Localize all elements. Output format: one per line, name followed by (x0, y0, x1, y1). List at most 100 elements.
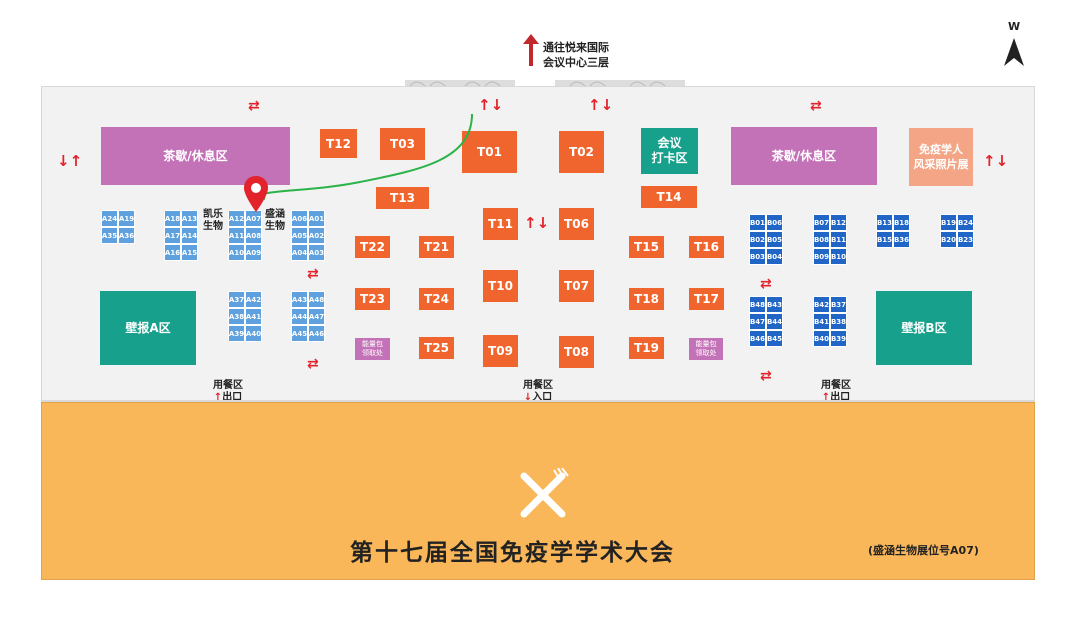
energy-pack-right-line2: 领取处 (695, 349, 717, 357)
booth-a10[interactable]: A10 (228, 244, 245, 261)
booth-a46[interactable]: A46 (308, 325, 325, 342)
booth-b13[interactable]: B13 (876, 214, 893, 231)
up-arrow-icon (523, 34, 539, 66)
booth-b11[interactable]: B11 (830, 231, 847, 248)
booth-a12[interactable]: A12 (228, 210, 245, 227)
booth-a16[interactable]: A16 (164, 244, 181, 261)
booth-b38[interactable]: B38 (830, 313, 847, 330)
booth-t06[interactable]: T06 (559, 208, 594, 240)
booth-t07[interactable]: T07 (559, 270, 594, 302)
booth-b36[interactable]: B36 (893, 231, 910, 248)
booth-a39[interactable]: A39 (228, 325, 245, 342)
booth-b09[interactable]: B09 (813, 248, 830, 265)
booth-b06[interactable]: B06 (766, 214, 783, 231)
booth-b05[interactable]: B05 (766, 231, 783, 248)
booth-a03[interactable]: A03 (308, 244, 325, 261)
booth-a19[interactable]: A19 (118, 210, 135, 227)
booth-a05[interactable]: A05 (291, 227, 308, 244)
booth-a15[interactable]: A15 (181, 244, 198, 261)
swap-arrows-icon: ⇄ (248, 98, 260, 114)
exit-left-line2: 出口 (222, 392, 243, 403)
booth-a06[interactable]: A06 (291, 210, 308, 227)
booth-t09[interactable]: T09 (483, 335, 518, 367)
booth-b47[interactable]: B47 (749, 313, 766, 330)
booth-t15[interactable]: T15 (629, 236, 664, 258)
booth-b39[interactable]: B39 (830, 330, 847, 347)
booth-b42[interactable]: B42 (813, 296, 830, 313)
booth-b43[interactable]: B43 (766, 296, 783, 313)
portrait-exhibit: 免疫学人 风采照片展 (909, 128, 973, 186)
booth-t17[interactable]: T17 (689, 288, 724, 310)
booth-a42[interactable]: A42 (245, 291, 262, 308)
booth-b37[interactable]: B37 (830, 296, 847, 313)
booth-t14[interactable]: T14 (641, 186, 697, 208)
doorway-icon (405, 80, 685, 87)
booth-t13[interactable]: T13 (376, 187, 429, 209)
kaile-bio-label: 凯乐 生物 (203, 209, 223, 233)
booth-b01[interactable]: B01 (749, 214, 766, 231)
tea-break-area-left: 茶歇/休息区 (101, 127, 290, 185)
booth-b02[interactable]: B02 (749, 231, 766, 248)
booth-b44[interactable]: B44 (766, 313, 783, 330)
booth-b15[interactable]: B15 (876, 231, 893, 248)
booth-a01[interactable]: A01 (308, 210, 325, 227)
booth-t16[interactable]: T16 (689, 236, 724, 258)
booth-b40[interactable]: B40 (813, 330, 830, 347)
booth-t08[interactable]: T08 (559, 336, 594, 368)
booth-a09[interactable]: A09 (245, 244, 262, 261)
top-note-line2: 会议中心三层 (543, 56, 609, 69)
booth-t21[interactable]: T21 (419, 236, 454, 258)
booth-b18[interactable]: B18 (893, 214, 910, 231)
booth-t10[interactable]: T10 (483, 270, 518, 302)
booth-t03[interactable]: T03 (380, 128, 425, 160)
booth-b20[interactable]: B20 (940, 231, 957, 248)
booth-b48[interactable]: B48 (749, 296, 766, 313)
booth-a17[interactable]: A17 (164, 227, 181, 244)
booth-t12[interactable]: T12 (320, 129, 357, 158)
booth-b10[interactable]: B10 (830, 248, 847, 265)
booth-t25[interactable]: T25 (419, 337, 454, 359)
energy-pack-pickup-left: 能量包 领取处 (355, 338, 390, 360)
booth-a45[interactable]: A45 (291, 325, 308, 342)
booth-b12[interactable]: B12 (830, 214, 847, 231)
booth-t19[interactable]: T19 (629, 337, 664, 359)
booth-a14[interactable]: A14 (181, 227, 198, 244)
booth-b04[interactable]: B04 (766, 248, 783, 265)
booth-a02[interactable]: A02 (308, 227, 325, 244)
booth-a13[interactable]: A13 (181, 210, 198, 227)
booth-a43[interactable]: A43 (291, 291, 308, 308)
booth-t22[interactable]: T22 (355, 236, 390, 258)
booth-a37[interactable]: A37 (228, 291, 245, 308)
booth-b45[interactable]: B45 (766, 330, 783, 347)
booth-t02[interactable]: T02 (559, 131, 604, 173)
booth-a11[interactable]: A11 (228, 227, 245, 244)
booth-a35[interactable]: A35 (101, 227, 118, 244)
booth-a40[interactable]: A40 (245, 325, 262, 342)
booth-t23[interactable]: T23 (355, 288, 390, 310)
booth-a41[interactable]: A41 (245, 308, 262, 325)
booth-a07[interactable]: A07 (245, 210, 262, 227)
booth-b24[interactable]: B24 (957, 214, 974, 231)
booth-b23[interactable]: B23 (957, 231, 974, 248)
booth-a44[interactable]: A44 (291, 308, 308, 325)
up-arrow-icon: ↑ (821, 392, 831, 403)
booth-b19[interactable]: B19 (940, 214, 957, 231)
booth-a04[interactable]: A04 (291, 244, 308, 261)
booth-b03[interactable]: B03 (749, 248, 766, 265)
location-pin-icon (244, 176, 268, 212)
booth-b08[interactable]: B08 (813, 231, 830, 248)
booth-t01[interactable]: T01 (462, 131, 517, 173)
booth-t18[interactable]: T18 (629, 288, 664, 310)
booth-t11[interactable]: T11 (483, 208, 518, 240)
booth-a08[interactable]: A08 (245, 227, 262, 244)
booth-a48[interactable]: A48 (308, 291, 325, 308)
booth-a18[interactable]: A18 (164, 210, 181, 227)
booth-t24[interactable]: T24 (419, 288, 454, 310)
booth-b46[interactable]: B46 (749, 330, 766, 347)
booth-a47[interactable]: A47 (308, 308, 325, 325)
booth-b41[interactable]: B41 (813, 313, 830, 330)
booth-a24[interactable]: A24 (101, 210, 118, 227)
booth-b07[interactable]: B07 (813, 214, 830, 231)
booth-a38[interactable]: A38 (228, 308, 245, 325)
booth-a36[interactable]: A36 (118, 227, 135, 244)
